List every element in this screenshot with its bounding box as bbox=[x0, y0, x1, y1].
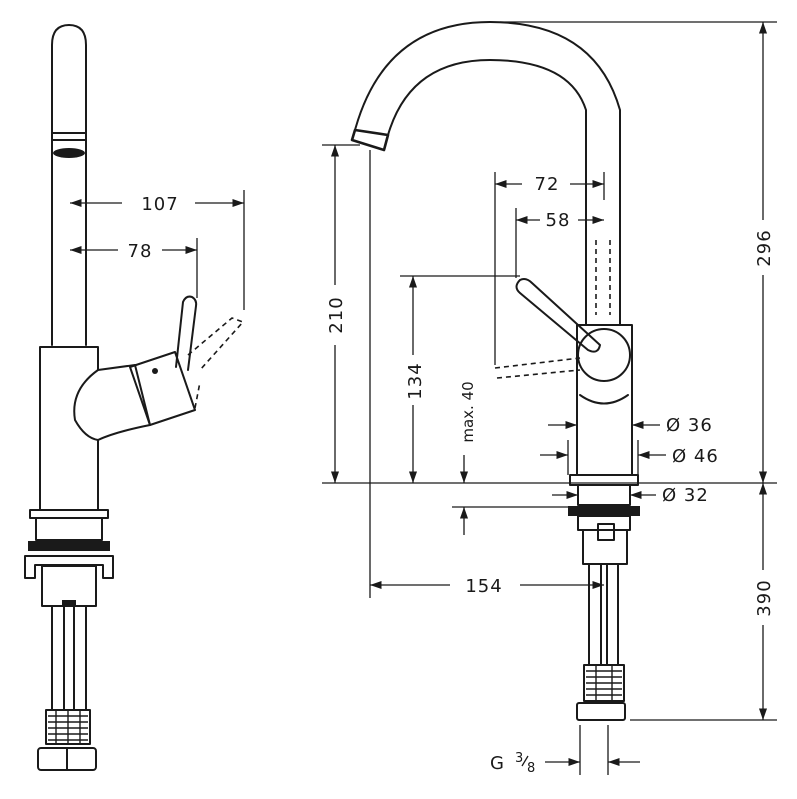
thread-label-den: 8 bbox=[527, 761, 535, 776]
side-hose-left bbox=[51, 605, 65, 711]
front-mount-block bbox=[582, 529, 628, 565]
front-hose-right bbox=[606, 563, 619, 666]
side-lever-dashed-2 bbox=[194, 381, 201, 409]
front-body-curve bbox=[579, 394, 629, 405]
side-mount-plate bbox=[24, 555, 114, 579]
dim-label-max40: max. 40 bbox=[459, 381, 477, 442]
dim-label-58: 58 bbox=[546, 210, 571, 231]
side-mount-slot bbox=[62, 600, 76, 606]
dim-label-296: 296 bbox=[754, 229, 775, 266]
side-body bbox=[39, 346, 99, 511]
side-aerator-top bbox=[51, 132, 87, 141]
thread-label-g: G bbox=[490, 753, 505, 774]
dim-label-dia36: Ø 36 bbox=[666, 415, 713, 436]
side-view: 107 78 bbox=[24, 24, 245, 771]
side-base-nut bbox=[28, 541, 110, 551]
side-handle-box bbox=[129, 351, 196, 426]
front-lever-dashed bbox=[494, 357, 581, 379]
dim-label-107: 107 bbox=[141, 194, 178, 215]
front-spout-outer bbox=[354, 21, 621, 326]
front-mount-screw bbox=[597, 523, 615, 541]
front-handle-hub bbox=[577, 328, 631, 382]
front-spout-hidden bbox=[595, 240, 611, 315]
dim-label-dia46: Ø 46 bbox=[672, 446, 719, 467]
side-spout-tube bbox=[51, 24, 87, 346]
front-base-collar bbox=[577, 484, 631, 506]
dim-label-dia32: Ø 32 bbox=[662, 485, 709, 506]
front-hose-left bbox=[588, 563, 602, 666]
front-lever bbox=[515, 278, 601, 353]
front-spout-tip bbox=[350, 128, 390, 152]
dim-label-390: 390 bbox=[754, 579, 775, 616]
side-base-collar bbox=[35, 517, 103, 541]
front-hose-fittings bbox=[576, 664, 626, 721]
thread-fraction-slash bbox=[521, 755, 529, 767]
dim-label-78: 78 bbox=[128, 241, 153, 262]
side-lever bbox=[175, 295, 198, 371]
front-spout-inner bbox=[387, 59, 587, 326]
side-hose-fittings bbox=[37, 709, 97, 771]
front-view: 296 390 210 134 max. 40 72 58 bbox=[322, 21, 777, 776]
side-handle-pin-icon bbox=[152, 368, 158, 374]
dim-label-134: 134 bbox=[405, 362, 426, 399]
side-aerator bbox=[53, 148, 85, 158]
side-base-ring bbox=[29, 509, 109, 519]
dim-label-210: 210 bbox=[326, 296, 347, 333]
dim-label-72: 72 bbox=[535, 174, 560, 195]
side-hose-right bbox=[73, 605, 87, 711]
front-base-nut bbox=[568, 506, 640, 516]
dim-label-154: 154 bbox=[465, 576, 502, 597]
side-lever-dashed bbox=[187, 317, 245, 371]
thread-label-num: 3 bbox=[515, 751, 523, 766]
